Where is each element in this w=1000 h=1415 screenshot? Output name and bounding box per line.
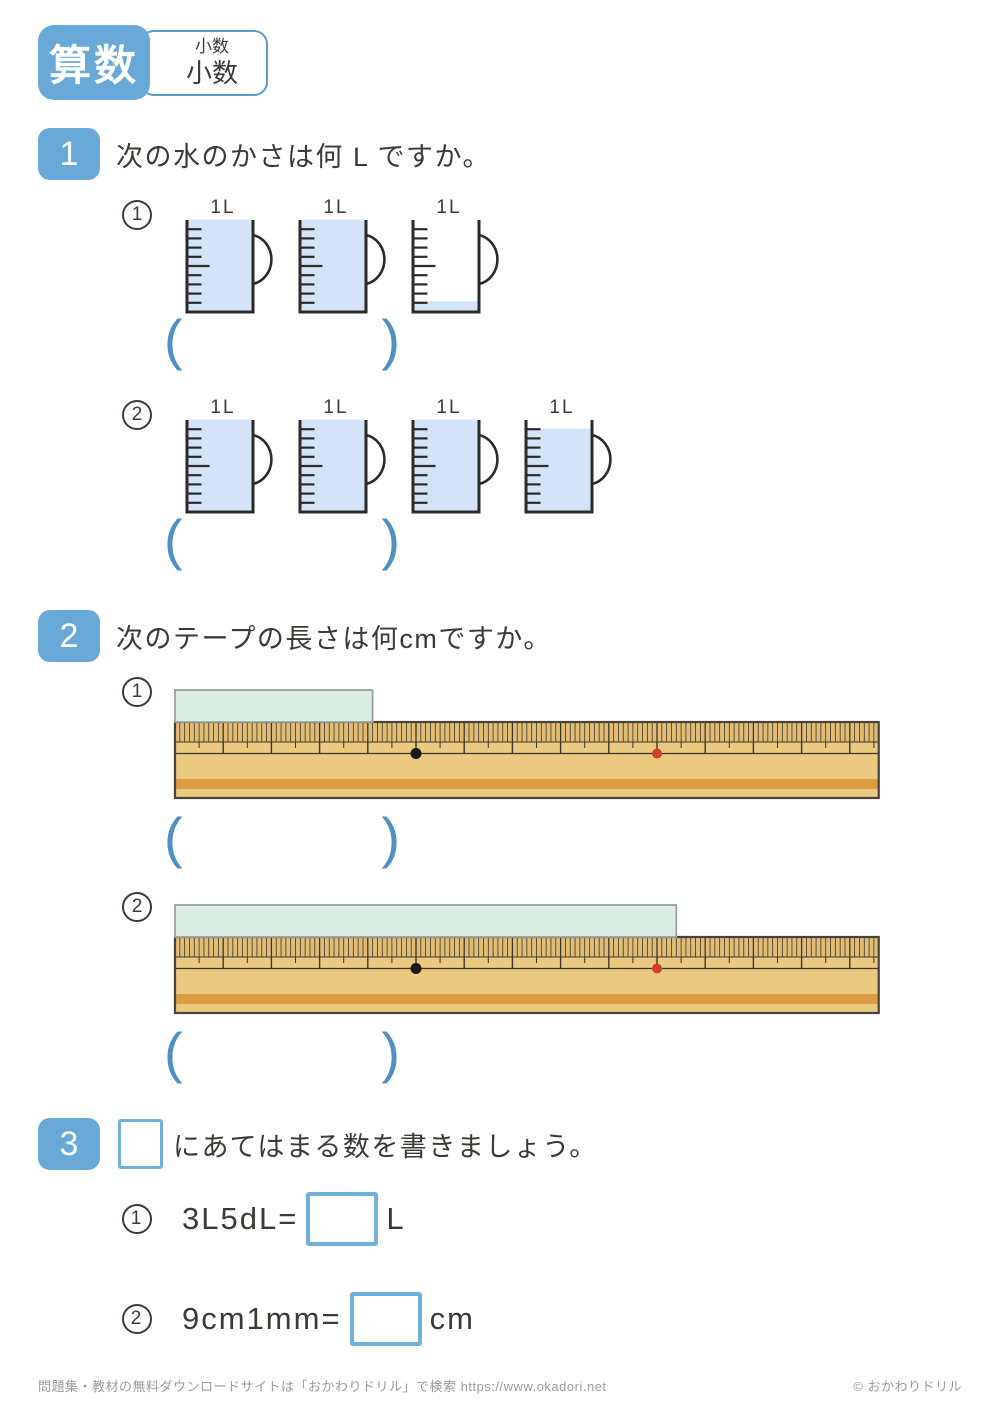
page-footer: 問題集・教材の無料ダウンロードサイトは「おかわりドリル」で検索 https://… xyxy=(38,1376,962,1395)
paren-close: ) xyxy=(381,1021,400,1084)
item-number-3-1: 1 xyxy=(122,1204,152,1234)
ruler-tape-figure-2-2 xyxy=(173,903,885,1020)
measuring-cups-figure-1-1: 1L 1L 1L xyxy=(184,196,505,316)
equation-3-2: 2 9cm1mm= cm xyxy=(122,1292,475,1346)
item-number-2-2: 2 xyxy=(122,892,152,922)
answer-box-3-2[interactable] xyxy=(349,1292,422,1346)
answer-parens-2-2: ( ) xyxy=(164,1025,400,1081)
cup-capacity-label: 1L xyxy=(323,197,348,218)
water-fill xyxy=(527,428,591,511)
cup-body xyxy=(411,420,481,514)
measuring-cup: 1L xyxy=(298,397,386,514)
equation-3-1-lhs: 3L5dL= xyxy=(182,1201,299,1236)
measuring-cup: 1L xyxy=(185,197,273,314)
measuring-cups-figure-1-2: 1L 1L 1L 1L xyxy=(184,396,618,516)
paren-open: ( xyxy=(164,1021,183,1084)
equation-3-1-unit: L xyxy=(386,1201,406,1236)
paren-close: ) xyxy=(381,308,400,371)
ruler-stripe xyxy=(175,994,879,1004)
cup-body xyxy=(524,420,594,514)
footer-site-info: 問題集・教材の無料ダウンロードサイトは「おかわりドリル」で検索 https://… xyxy=(38,1379,607,1394)
paren-open: ( xyxy=(164,308,183,371)
cup-body xyxy=(298,420,368,514)
measuring-cup: 1L xyxy=(185,397,273,514)
paren-close: ) xyxy=(381,508,400,571)
measuring-cup: 1L xyxy=(411,197,499,314)
paren-open: ( xyxy=(164,806,183,869)
ruler-tape-figure-2-1 xyxy=(173,688,885,805)
problem-1-prompt: 次の水のかさは何 L ですか。 xyxy=(116,141,491,172)
paren-close: ) xyxy=(381,806,400,869)
measuring-cup: 1L xyxy=(524,397,612,514)
unit-box: 小数 小数 xyxy=(140,30,268,96)
equation-3-1: 1 3L5dL= L xyxy=(122,1192,406,1246)
cup-capacity-label: 1L xyxy=(549,397,574,418)
equation-3-2-unit: cm xyxy=(429,1301,475,1336)
subject-badge: 算数 xyxy=(38,25,150,100)
item-number-1-2: 2 xyxy=(122,400,152,430)
cup-capacity-label: 1L xyxy=(210,397,235,418)
ruler-figure xyxy=(173,904,880,1015)
cup-body xyxy=(411,220,481,314)
cup-body xyxy=(298,220,368,314)
problem-2-number-badge: 2 xyxy=(38,610,100,662)
ten-cm-dot xyxy=(652,748,662,759)
cup-handle xyxy=(365,233,386,286)
answer-parens-2-1: ( ) xyxy=(164,810,400,866)
cup-capacity-label: 1L xyxy=(436,197,461,218)
cup-capacity-label: 1L xyxy=(436,397,461,418)
problem-3-prompt: にあてはまる数を書きましょう。 xyxy=(173,1131,598,1162)
problem-3-number-badge: 3 xyxy=(38,1118,100,1170)
measuring-cup: 1L xyxy=(411,397,499,514)
answer-parens-1-1: ( ) xyxy=(164,312,400,368)
item-number-3-2: 2 xyxy=(122,1304,152,1334)
answer-box-3-1[interactable] xyxy=(306,1192,379,1246)
five-cm-dot xyxy=(410,963,422,974)
paren-open: ( xyxy=(164,508,183,571)
cup-capacity-label: 1L xyxy=(323,397,348,418)
unit-category-label: 小数 xyxy=(195,37,229,57)
five-cm-dot xyxy=(410,748,422,759)
cup-handle xyxy=(478,433,499,486)
prompt-blank-box xyxy=(118,1119,163,1169)
item-number-1-1: 1 xyxy=(122,200,152,230)
item-number-2-1: 1 xyxy=(122,677,152,707)
unit-title-label: 小数 xyxy=(185,57,238,88)
cup-handle xyxy=(252,433,273,486)
cup-body xyxy=(185,420,255,514)
tape xyxy=(174,904,678,938)
answer-parens-1-2: ( ) xyxy=(164,512,400,568)
ruler-stripe xyxy=(175,779,879,789)
cup-body xyxy=(185,220,255,314)
problem-2-prompt: 次のテープの長さは何cmですか。 xyxy=(116,623,552,654)
ruler-figure xyxy=(173,689,880,800)
problem-1-header: 1 次の水のかさは何 L ですか。 xyxy=(38,128,491,180)
cup-handle xyxy=(478,233,499,286)
cup-handle xyxy=(252,233,273,286)
measuring-cup: 1L xyxy=(298,197,386,314)
problem-3-header: 3 にあてはまる数を書きましょう。 xyxy=(38,1118,598,1170)
problem-2-header: 2 次のテープの長さは何cmですか。 xyxy=(38,610,552,662)
cup-handle xyxy=(591,433,612,486)
tape xyxy=(174,689,374,723)
footer-copyright: © おかわりドリル xyxy=(853,1379,962,1394)
ten-cm-dot xyxy=(652,963,662,974)
cup-capacity-label: 1L xyxy=(210,197,235,218)
equation-3-2-lhs: 9cm1mm= xyxy=(182,1301,342,1336)
problem-1-number-badge: 1 xyxy=(38,128,100,180)
water-fill xyxy=(414,301,478,311)
cup-handle xyxy=(365,433,386,486)
